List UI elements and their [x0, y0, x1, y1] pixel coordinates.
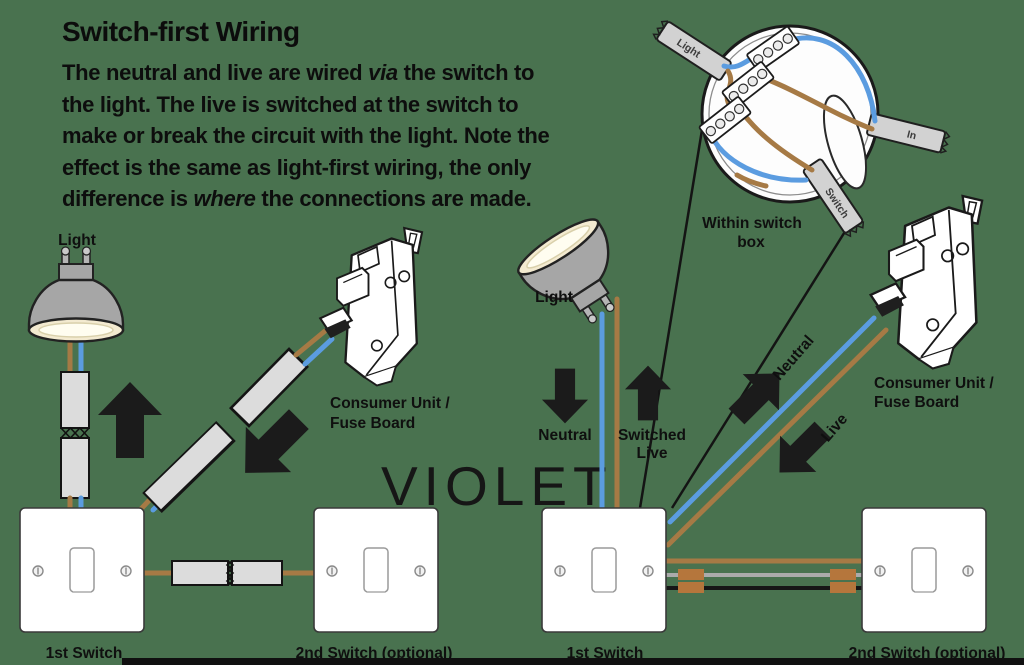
box-wire-brown: [763, 76, 875, 132]
brown-sleeve: [678, 582, 704, 593]
neutral-arrow-down: [541, 368, 589, 424]
brown-sleeve: [830, 582, 856, 593]
watermark-text: VIOLET: [381, 455, 613, 517]
consumer-unit-label: Fuse Board: [330, 415, 415, 432]
cable-sheath: [232, 350, 306, 425]
intro-line: make or break the circuit with the light…: [62, 123, 550, 148]
intro-line: The neutral and live are wired via the s…: [62, 60, 535, 85]
cable-sheath: [231, 560, 283, 586]
leader-line: [670, 229, 848, 509]
first-switch-label: 1st Switch: [46, 645, 123, 662]
switched-live-arrow-up: [624, 365, 672, 421]
switched-live-label: Switched: [618, 427, 686, 444]
right-diagram: Light Neutral Switched Live Neutral Live…: [511, 129, 1006, 662]
consumer-unit-label: Consumer Unit /: [874, 375, 994, 392]
switch-box-detail: Light In Switch: [652, 20, 951, 251]
neutral-label: Neutral: [538, 427, 591, 444]
live-wire: [665, 327, 889, 548]
box-depth-ellipse: [822, 94, 868, 190]
wire: [302, 336, 335, 367]
intro-paragraph: The neutral and live are wired via the s…: [62, 57, 550, 215]
wire: [293, 328, 328, 358]
first-switch-label: 1st Switch: [567, 645, 644, 662]
first-switch-plate: [19, 507, 145, 633]
second-switch-label: 2nd Switch (optional): [849, 645, 1006, 662]
in-cable-stub: In: [866, 112, 951, 154]
stub-in-label: In: [906, 128, 918, 142]
terminal-block: [746, 25, 800, 73]
consumer-unit-label: Fuse Board: [874, 394, 959, 411]
first-switch-plate: [541, 507, 667, 633]
cable-break: [225, 560, 234, 586]
consumer-unit-breaker: [319, 226, 424, 387]
brown-sleeve: [830, 569, 856, 580]
within-switch-box-label: box: [737, 234, 765, 251]
gu10-light-bulb: [27, 245, 125, 343]
cable-sheath: [60, 437, 90, 499]
box-sleeve-brown: [734, 172, 769, 189]
switch-cable-stub: Switch: [802, 158, 865, 238]
box-wire-blue: [785, 35, 878, 124]
intro-line: difference is where the connections are …: [62, 186, 532, 211]
neutral-wire: [667, 315, 877, 525]
terminal-block: [721, 61, 775, 109]
cable-sheath: [60, 371, 90, 429]
switched-live-label: Live: [636, 445, 667, 462]
light-cable-stub: Light: [652, 20, 732, 81]
page-title: Switch-first Wiring: [62, 16, 300, 47]
within-switch-box-label: Within switch: [702, 215, 802, 232]
intro-line: effect is the same as light-first wiring…: [62, 154, 532, 180]
gu10-light-bulb: [511, 210, 645, 344]
brown-sleeve: [678, 569, 704, 580]
cable-break: [60, 431, 90, 440]
light-label: Light: [58, 232, 96, 249]
cable-break: [226, 560, 235, 586]
flow-arrow-up: [98, 382, 162, 458]
second-switch-label: 2nd Switch (optional): [296, 645, 453, 662]
light-label: Light: [535, 289, 573, 306]
left-diagram: Light Consumer Unit / Fuse B: [19, 226, 453, 662]
bottom-edge-bar: [122, 658, 1024, 665]
second-switch-plate: [313, 507, 439, 633]
intro-line: the light. The live is switched at the s…: [62, 91, 519, 117]
consumer-unit-label: Consumer Unit /: [330, 395, 450, 412]
leader-line: [638, 129, 704, 509]
terminal-block: [698, 96, 752, 144]
cable-sheath: [171, 560, 229, 586]
cable-sheath: [144, 423, 233, 510]
second-switch-plate: [861, 507, 987, 633]
consumer-unit-breaker: [869, 194, 984, 370]
